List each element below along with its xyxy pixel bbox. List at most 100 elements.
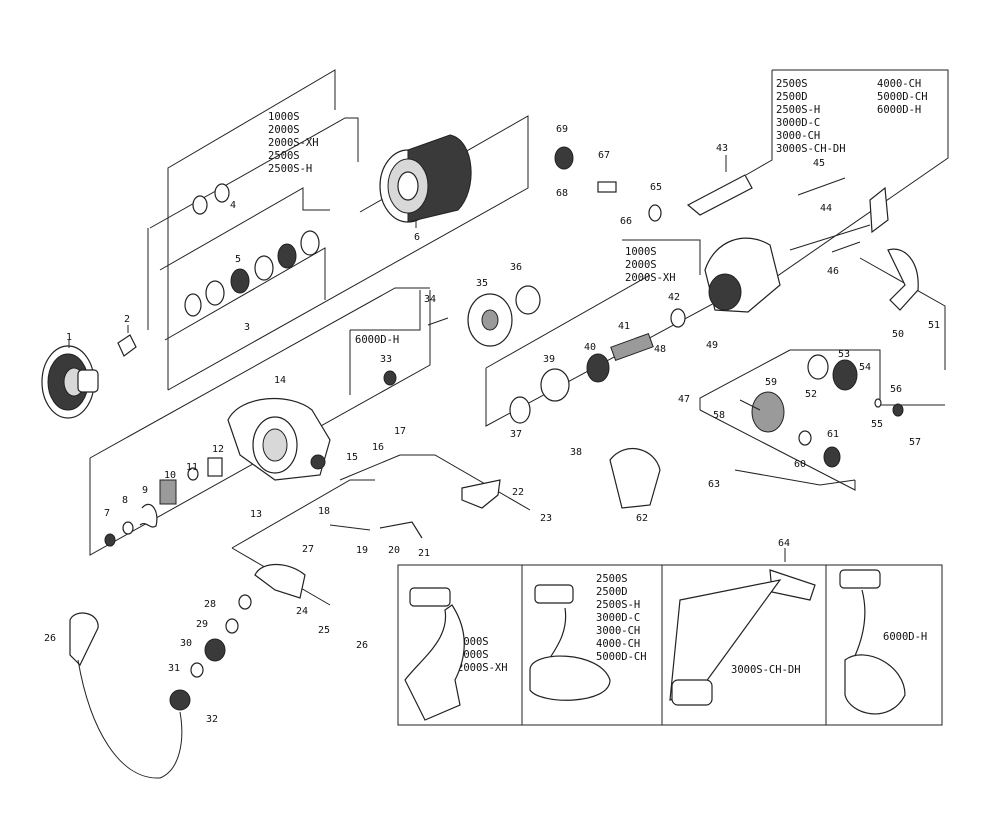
bushing-36-part	[515, 285, 541, 315]
bail-arm-24-part	[254, 563, 306, 599]
callout-30: 30	[180, 638, 192, 649]
frame-model-col1: 2500S	[776, 78, 808, 90]
handle-b-model: 3000-CH	[596, 625, 640, 637]
rotor-model: 2000S	[625, 259, 657, 271]
washer-52-part	[807, 354, 829, 380]
callout-12: 12	[212, 444, 224, 455]
callout-43: 43	[716, 143, 728, 154]
cover-22-part	[461, 479, 501, 509]
handle-a-model: 1000S	[457, 636, 489, 648]
callout-49: 49	[706, 340, 718, 351]
callout-13: 13	[250, 509, 262, 520]
handle-d-model: 6000D-H	[883, 631, 927, 643]
callout-65: 65	[650, 182, 662, 193]
callout-34: 34	[424, 294, 436, 305]
bearing-61-part	[823, 446, 841, 468]
cap-50-part	[887, 248, 919, 311]
callout-56: 56	[890, 384, 902, 395]
washer-stack-part	[184, 183, 320, 317]
frame-model-col1: 3000-CH	[776, 130, 820, 142]
callout-5: 5	[235, 254, 241, 265]
handle-a-model: 2000S-XH	[457, 662, 508, 674]
callout-16: 16	[372, 442, 384, 453]
bushing-31-part	[190, 662, 204, 678]
callout-38: 38	[570, 447, 582, 458]
trip-wire-18-part	[329, 524, 371, 531]
callout-63: 63	[708, 479, 720, 490]
handle-b-part	[529, 584, 611, 701]
handle-b-model: 2500D	[596, 586, 628, 598]
callout-45: 45	[813, 158, 825, 169]
ring-39-part	[540, 368, 570, 402]
frame-model-col1: 2500S-H	[776, 104, 820, 116]
drag-knob-part	[41, 345, 99, 419]
callout-10: 10	[164, 470, 176, 481]
callout-36: 36	[510, 262, 522, 273]
callout-40: 40	[584, 342, 596, 353]
part-illustrations	[41, 134, 919, 779]
frame-model-col2: 4000-CH	[877, 78, 921, 90]
callout-54: 54	[859, 362, 871, 373]
handle-a-model: 2000S	[457, 649, 489, 661]
gear-53-part	[832, 359, 858, 391]
callout-51: 51	[928, 320, 940, 331]
callout-20: 20	[388, 545, 400, 556]
spool-model: 2000S	[268, 124, 300, 136]
callout-24: 24	[296, 606, 308, 617]
callout-23: 23	[540, 513, 552, 524]
rotor-model-list: 1000S 2000S 2000S-XH	[625, 246, 676, 284]
callout-55: 55	[871, 419, 883, 430]
handle-model-lists: 1000S 2000S 2000S-XH 2500S 2500D 2500S-H…	[457, 573, 927, 676]
callout-33: 33	[380, 354, 392, 365]
shaft-44-part	[789, 224, 871, 251]
handle-b-model: 5000D-CH	[596, 651, 647, 663]
callout-11: 11	[186, 462, 198, 473]
callout-25: 25	[318, 625, 330, 636]
callout-48: 48	[654, 344, 666, 355]
callout-6: 6	[414, 232, 420, 243]
pinion-41-part	[610, 332, 654, 362]
callout-3: 3	[244, 322, 250, 333]
handle-c-part	[669, 569, 816, 706]
frame-part	[686, 174, 781, 313]
callout-37: 37	[510, 429, 522, 440]
handle-d-part	[839, 569, 906, 715]
shaft-45-part	[797, 177, 846, 196]
spool-part	[379, 134, 472, 223]
callout-58: 58	[713, 410, 725, 421]
drive-gear-59-part	[751, 391, 785, 433]
callout-27: 27	[302, 544, 314, 555]
callout-17: 17	[394, 426, 406, 437]
callout-21: 21	[418, 548, 430, 559]
bushing-65-part	[648, 204, 662, 222]
callout-68: 68	[556, 188, 568, 199]
callout-50: 50	[892, 329, 904, 340]
spool-model-list: 1000S 2000S 2000S-XH 2500S 2500S-H	[268, 111, 319, 175]
callout-2: 2	[124, 314, 130, 325]
frame-model-col2: 5000D-CH	[877, 91, 928, 103]
washer-29-part	[225, 618, 239, 634]
knob-69-part	[554, 146, 574, 170]
handle-c-model: 3000S-CH-DH	[731, 664, 801, 676]
callout-26: 26	[356, 640, 368, 651]
rotor-model: 1000S	[625, 246, 657, 258]
callout-62: 62	[636, 513, 648, 524]
shaft-46-part	[831, 241, 861, 253]
body-cover-62-part	[609, 448, 661, 509]
washer-60-part	[798, 430, 812, 446]
callout-52: 52	[805, 389, 817, 400]
foot-part	[869, 186, 889, 234]
callout-9: 9	[142, 485, 148, 496]
handle-b-model: 2500S	[596, 573, 628, 585]
rotor-housing-part	[227, 397, 331, 481]
callout-46: 46	[827, 266, 839, 277]
spool-model: 2500S	[268, 150, 300, 162]
screw-34-part	[427, 317, 449, 326]
callout-19: 19	[356, 545, 368, 556]
callout-67: 67	[598, 150, 610, 161]
washer-11-part	[187, 467, 199, 481]
callout-18: 18	[318, 506, 330, 517]
callout-69: 69	[556, 124, 568, 135]
